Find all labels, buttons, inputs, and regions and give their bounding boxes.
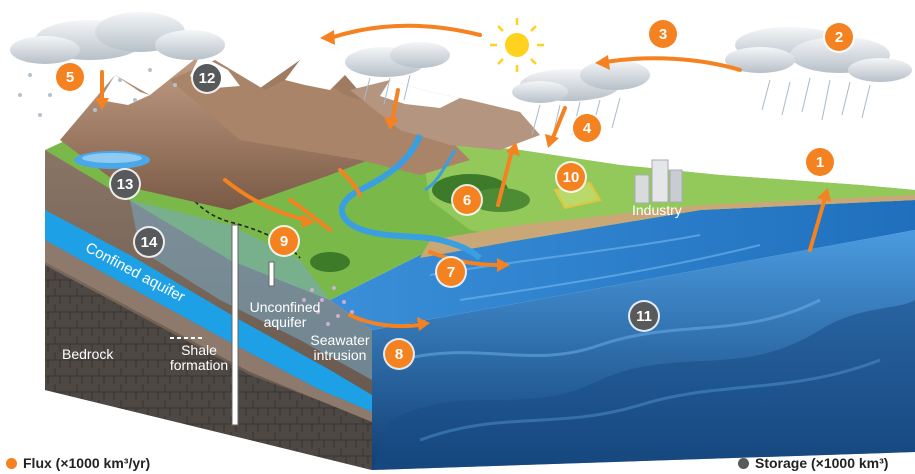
storage-badge-11: 11 <box>630 302 658 330</box>
flux-badge-8: 8 <box>385 340 413 368</box>
legend-storage-label: Storage (×1000 km³) <box>755 455 889 471</box>
flux-badge-1: 1 <box>806 148 834 176</box>
flux-badge-6: 6 <box>453 186 481 214</box>
sun-icon <box>490 18 544 72</box>
flux-badge-9: 9 <box>270 227 298 255</box>
storage-badge-14: 14 <box>135 228 163 256</box>
legend-storage: Storage (×1000 km³) <box>738 455 888 471</box>
industry-label: Industry <box>632 202 682 218</box>
unconfined-aquifer-label: Unconfined aquifer <box>249 299 321 330</box>
storage-badge-13: 13 <box>111 170 139 198</box>
flux-badge-7: 7 <box>437 258 465 286</box>
shale-formation-label: Shale formation <box>169 342 229 373</box>
legend-flux-label: Flux (×1000 km³/yr) <box>23 455 151 471</box>
flux-dot-icon <box>6 458 17 469</box>
flux-badge-4: 4 <box>573 114 601 142</box>
flux-badge-3: 3 <box>649 20 677 48</box>
flux-badge-10: 10 <box>557 163 585 191</box>
snow-icon <box>18 68 177 117</box>
flux-badge-2: 2 <box>825 23 853 51</box>
seawater-intrusion-label: Seawater intrusion <box>310 332 370 363</box>
bedrock-label: Bedrock <box>62 346 114 362</box>
cloud-icon <box>10 12 912 103</box>
storage-dot-icon <box>738 458 749 469</box>
legend-flux: Flux (×1000 km³/yr) <box>6 455 150 471</box>
flux-badge-5: 5 <box>56 63 84 91</box>
storage-badge-12: 12 <box>193 64 221 92</box>
